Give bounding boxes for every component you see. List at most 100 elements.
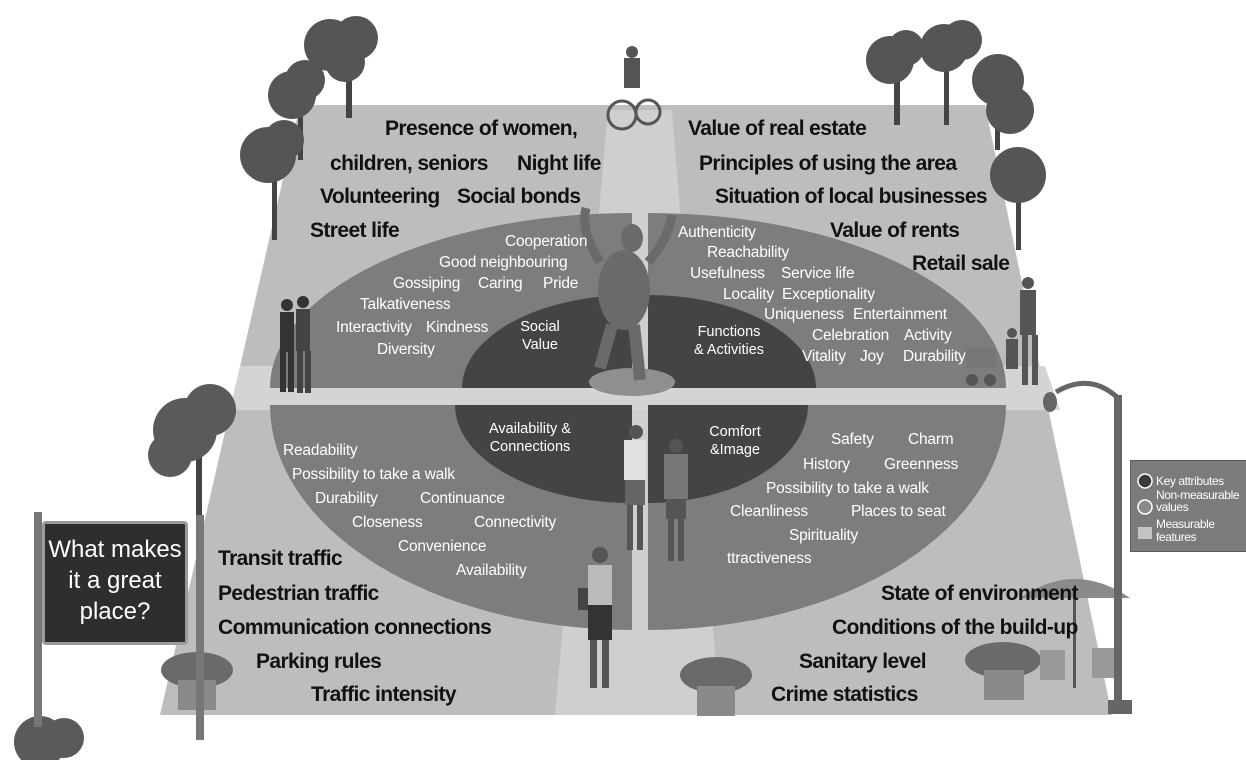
label-exceptionality: Exceptionality	[782, 286, 875, 303]
label-interactivity: Interactivity	[336, 319, 412, 336]
label-transit-traffic: Transit traffic	[218, 547, 343, 570]
label-greenness: Greenness	[884, 456, 959, 473]
label-entertainment: Entertainment	[853, 306, 947, 323]
hub-functions-line-1: Functions	[697, 324, 761, 340]
label-closeness: Closeness	[352, 514, 423, 531]
legend-non-measurable-marker	[1137, 499, 1153, 515]
family-right	[966, 277, 1038, 386]
legend-markers	[1137, 473, 1153, 539]
sculpture-figure	[580, 206, 677, 381]
label-social-bonds: Social bonds	[457, 185, 581, 208]
label-night-life: Night life	[517, 152, 601, 175]
label-usefulness: Usefulness	[690, 265, 765, 282]
label-kindness: Kindness	[426, 319, 489, 336]
hub-availability-line-2: Connections	[489, 439, 571, 456]
hub-availability-line-1: Availability &	[489, 421, 571, 437]
label-crime-statistics: Crime statistics	[771, 683, 918, 706]
legend-non-measurable-line-2: values	[1156, 500, 1189, 514]
tree-bottom-left	[14, 716, 84, 760]
hub-functions	[648, 295, 816, 388]
label-pride: Pride	[543, 275, 579, 292]
woman-walking	[578, 547, 612, 688]
label-caring: Caring	[478, 275, 523, 292]
label-value-of-rents: Value of rents	[830, 219, 960, 242]
sign-board	[42, 521, 188, 645]
label-availability: Availability	[456, 562, 527, 579]
hub-comfort-line-2: &Image	[710, 442, 760, 459]
hub-social-line-2: Value	[521, 337, 558, 354]
sign-post-left	[34, 512, 42, 727]
cyclist	[606, 46, 662, 131]
legend-measurable-line-1: Measurable	[1156, 517, 1215, 531]
sign-post-right	[196, 515, 204, 740]
label-walk-availability: Possibility to take a walk	[292, 466, 455, 483]
legend-key-attributes: Key attributes	[1156, 474, 1224, 488]
label-gossiping: Gossiping	[393, 275, 461, 292]
hub-functions-line-2: & Activities	[693, 342, 765, 359]
sign-text-line-3: place?	[79, 598, 151, 625]
tree-top-left	[240, 16, 378, 240]
label-activity: Activity	[904, 327, 952, 344]
label-pedestrian-traffic: Pedestrian traffic	[218, 582, 379, 605]
hub-social-line-1: Social	[520, 319, 560, 335]
label-cooperation: Cooperation	[505, 233, 588, 250]
label-retail-sale: Retail sale	[912, 252, 1010, 275]
label-continuance: Continuance	[420, 490, 505, 507]
label-authenticity: Authenticity	[678, 224, 756, 241]
label-durability-functions: Durability	[903, 348, 966, 365]
label-volunteering: Volunteering	[320, 185, 440, 208]
label-state-of-environment: State of environment	[881, 582, 1078, 605]
legend-non-measurable-line-1: Non-measurable	[1156, 488, 1240, 502]
label-locality: Locality	[723, 286, 774, 303]
label-places-to-seat: Places to seat	[851, 503, 946, 520]
tree-left-middle	[148, 384, 236, 520]
tree-top-right	[866, 20, 1046, 250]
label-vitality: Vitality	[802, 348, 846, 365]
label-service-life: Service life	[781, 265, 855, 282]
label-principles-of-using-area: Principles of using the area	[699, 152, 957, 175]
couple-walking	[624, 425, 688, 561]
label-parking-rules: Parking rules	[256, 650, 382, 673]
hub-availability-label: Availability & Connections	[480, 420, 580, 456]
label-celebration: Celebration	[812, 327, 890, 344]
label-reachability: Reachability	[707, 244, 790, 261]
hub-comfort-line-1: Comfort	[709, 424, 761, 440]
label-diversity: Diversity	[377, 341, 435, 358]
label-attractiveness: ttractiveness	[727, 550, 812, 567]
label-walk-comfort: Possibility to take a walk	[766, 480, 929, 497]
label-cleanliness: Cleanliness	[730, 503, 808, 520]
label-good-neighbouring: Good neighbouring	[439, 254, 568, 271]
label-history: History	[803, 456, 850, 473]
street-lamp	[1043, 380, 1132, 714]
couple-left	[280, 296, 311, 393]
hub-functions-label: Functions & Activities	[684, 323, 774, 359]
label-situation-local-businesses: Situation of local businesses	[715, 185, 988, 208]
label-connectivity: Connectivity	[474, 514, 557, 531]
hub-comfort-label: Comfort &Image	[695, 423, 775, 459]
hub-social-label: Social Value	[505, 318, 575, 354]
label-uniqueness: Uniqueness	[764, 306, 844, 323]
label-value-of-real-estate: Value of real estate	[688, 117, 867, 140]
label-convenience: Convenience	[398, 538, 487, 555]
legend: Key attributes Non-measurable values Mea…	[1130, 460, 1246, 552]
sculpture-base	[589, 368, 675, 396]
cafe-umbrella	[1020, 579, 1130, 688]
legend-key-attributes-marker	[1137, 473, 1153, 489]
label-readability: Readability	[283, 442, 358, 459]
label-talkativeness: Talkativeness	[360, 296, 451, 313]
label-presence-of-women: Presence of women,	[385, 117, 578, 140]
label-joy: Joy	[860, 348, 884, 365]
planter-middle	[680, 657, 752, 716]
label-spirituality: Spirituality	[789, 527, 859, 544]
label-charm: Charm	[908, 431, 954, 448]
planter-left	[161, 652, 233, 710]
label-conditions-build-up: Conditions of the build-up	[832, 616, 1078, 639]
legend-measurable-marker	[1138, 527, 1152, 539]
label-sanitary-level: Sanitary level	[799, 650, 927, 673]
sign-text-line-1: What makes	[48, 536, 182, 563]
hub-availability	[455, 405, 632, 503]
label-safety: Safety	[831, 431, 874, 448]
hub-social	[462, 295, 632, 388]
